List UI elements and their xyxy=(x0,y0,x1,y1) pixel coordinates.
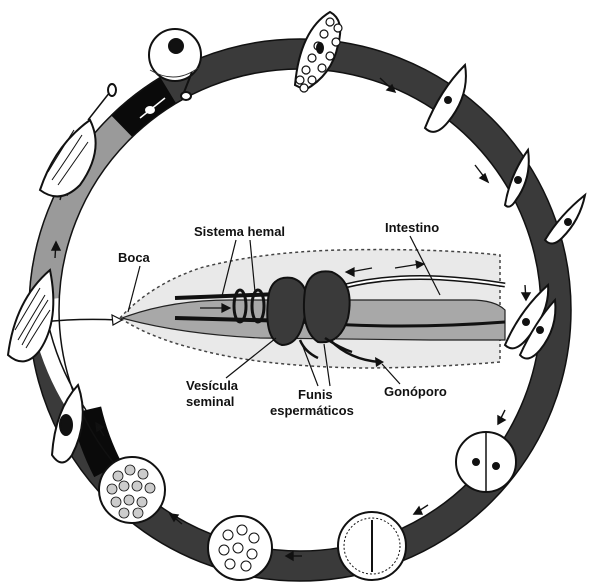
cell-cluster-ring xyxy=(295,12,342,92)
label-intestino: Intestino xyxy=(385,220,439,235)
label-seminal: seminal xyxy=(186,394,234,409)
worm-body xyxy=(120,250,505,368)
label-sistema-hemal: Sistema hemal xyxy=(194,224,285,239)
label-funis: Funis xyxy=(298,387,333,402)
granular-cell xyxy=(208,516,272,580)
label-espermaticos: espermáticos xyxy=(270,403,354,418)
label-vesicula: Vesícula xyxy=(186,378,239,393)
dividing-cell xyxy=(338,512,406,580)
morula-cell xyxy=(99,457,165,523)
label-gonoporo: Gonóporo xyxy=(384,384,447,399)
label-boca: Boca xyxy=(118,250,151,265)
ring-black-sector-top xyxy=(122,90,168,126)
two-cell-stage xyxy=(456,432,516,492)
